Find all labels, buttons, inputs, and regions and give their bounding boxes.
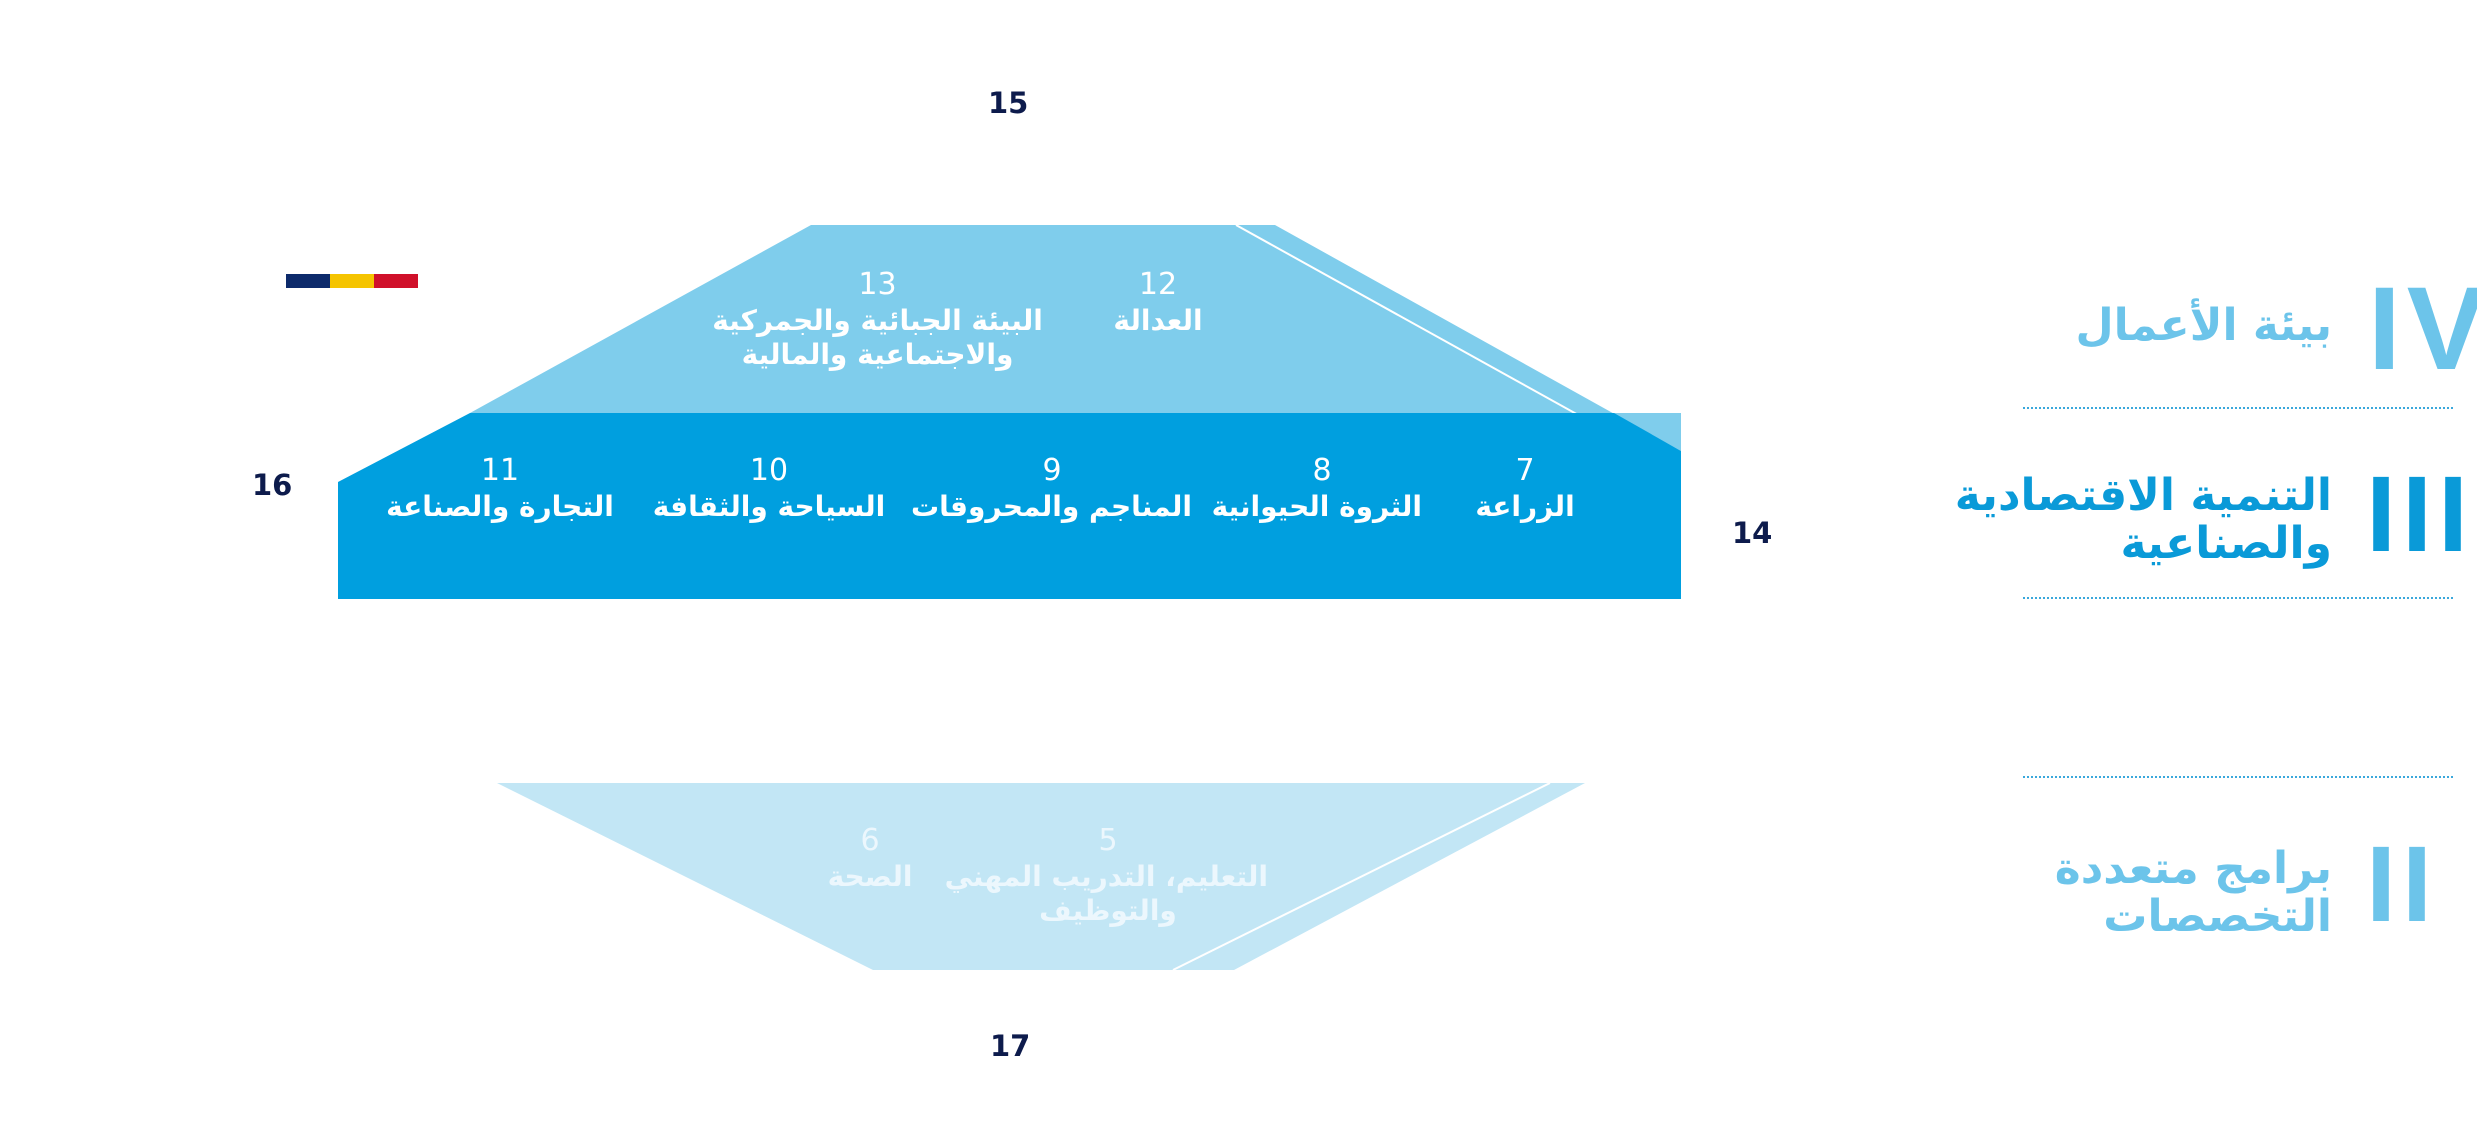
item-number: 9	[1042, 453, 1062, 488]
item-label: المناجم والمحروقات	[911, 490, 1192, 523]
item-number: 6	[860, 823, 880, 858]
section-divider	[2023, 407, 2453, 409]
section-iii-numeral: III	[2366, 453, 2475, 574]
item-label: السياحة والثقافة	[652, 490, 886, 523]
section-title-line: برامج متعددة	[2054, 843, 2332, 894]
section-title-line: بيئة الأعمال	[2075, 300, 2332, 351]
lower-item-6: 6 الصحة	[810, 822, 930, 894]
item-number: 10	[749, 453, 789, 488]
item-number: 5	[1098, 823, 1118, 858]
main-item-10: 10 السياحة والثقافة	[648, 452, 890, 524]
item-label-line: والتوظيف	[1039, 894, 1177, 927]
section-ii-numeral: II	[2366, 823, 2439, 944]
flag-stripe-yellow	[330, 274, 374, 288]
item-number: 13	[858, 267, 897, 302]
upper-item-12: 12 العدالة	[1078, 266, 1238, 338]
item-number: 12	[1138, 267, 1178, 302]
item-label-line: والاجتماعية والمالية	[741, 338, 1014, 371]
page-number-bottom: 17	[990, 1029, 1031, 1063]
lower-band-shape	[497, 783, 1585, 970]
section-divider	[2023, 776, 2453, 778]
item-label-line: العدالة	[1113, 304, 1203, 337]
section-ii-title: برامج متعددة التخصصات	[2055, 845, 2332, 941]
upper-band-shape	[470, 225, 1681, 451]
flag-stripe-blue	[286, 274, 330, 288]
upper-item-13: 13 البيئة الجبائية والجمركية والاجتماعية…	[700, 266, 1055, 372]
flag-stripe-red	[374, 274, 418, 288]
main-item-8: 8 الثروة الحيوانية	[1211, 452, 1422, 524]
section-title-line: التنمية الاقتصادية	[1954, 470, 2332, 521]
item-label: الثروة الحيوانية	[1211, 490, 1422, 523]
item-label-line: التعليم، التدريب المهني	[944, 860, 1268, 893]
section-iv-title: بيئة الأعمال	[2075, 302, 2332, 350]
main-item-7: 7 الزراعة	[1460, 452, 1590, 524]
main-item-11: 11 التجارة والصناعة	[380, 452, 620, 524]
section-iv-numeral: IV	[2368, 263, 2477, 395]
lower-item-5: 5 التعليم، التدريب المهني والتوظيف	[944, 822, 1268, 928]
main-band-shape	[338, 413, 1681, 599]
item-label-line: البيئة الجبائية والجمركية	[712, 304, 1043, 337]
item-label: التجارة والصناعة	[386, 490, 614, 523]
section-title-line: التخصصات	[2103, 891, 2332, 942]
page-number-right: 14	[1732, 516, 1773, 550]
main-item-9: 9 المناجم والمحروقات	[911, 452, 1192, 524]
page-number-left: 16	[252, 468, 293, 502]
section-iii-title: التنمية الاقتصادية والصناعية	[1955, 472, 2332, 568]
item-number: 11	[480, 453, 520, 488]
item-label-line: الصحة	[827, 860, 913, 893]
item-label: الزراعة	[1475, 490, 1575, 523]
section-title-line: والصناعية	[2120, 518, 2333, 569]
section-divider	[2023, 597, 2453, 599]
lower-band-highlight	[1172, 782, 1551, 971]
item-number: 8	[1312, 453, 1332, 488]
page-number-top: 15	[988, 86, 1029, 120]
item-number: 7	[1515, 453, 1535, 488]
